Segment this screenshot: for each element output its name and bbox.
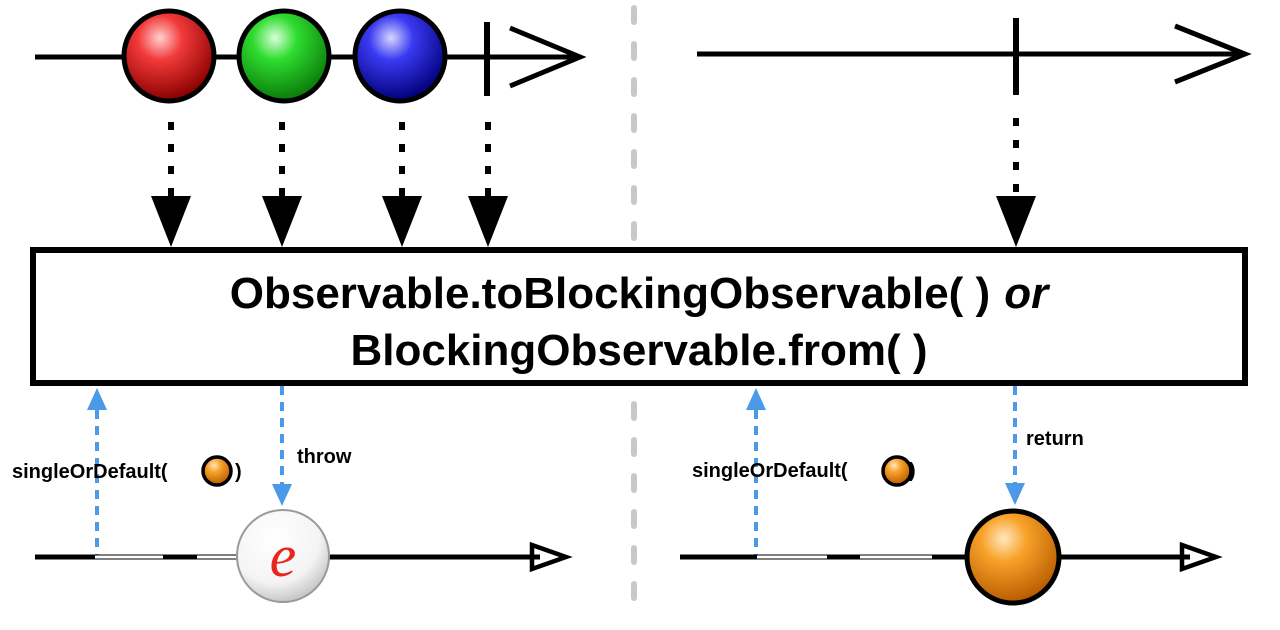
right-call-label: singleOrDefault(: [692, 460, 848, 482]
operator-line-1: Observable.toBlockingObservable( ) or: [230, 269, 1051, 318]
error-item: e: [236, 509, 330, 603]
returned-item: [964, 508, 1062, 606]
right-default-item: [881, 455, 913, 487]
operator-box: Observable.toBlockingObservable( ) or Blo…: [30, 247, 1248, 386]
throw-label: throw: [297, 446, 352, 468]
left-call-label-close: ): [235, 461, 242, 483]
left-call-label: singleOrDefault(: [12, 461, 168, 483]
right-result-timeline: [680, 541, 1223, 573]
error-symbol: e: [270, 523, 297, 589]
return-label: return: [1026, 428, 1084, 450]
item-blue: [352, 8, 448, 104]
left-arrowheads: [151, 196, 508, 247]
operator-line-2: BlockingObservable.from( ): [350, 326, 927, 375]
left-default-item: [201, 455, 233, 487]
left-source-timeline: [35, 8, 587, 104]
left-emission-arrows: [168, 122, 491, 205]
item-red: [121, 8, 217, 104]
right-return-arrow: [1005, 386, 1025, 505]
left-call-arrow: [87, 388, 107, 558]
operator-name-1: Observable.toBlockingObservable( ): [230, 269, 990, 318]
left-throw-arrow: [272, 386, 292, 506]
operator-or: or: [1004, 269, 1051, 318]
item-green: [236, 8, 332, 104]
right-source-timeline: [697, 18, 1252, 95]
right-call-arrow: [746, 388, 766, 558]
right-call-label-close: ): [909, 460, 916, 482]
right-emission-arrow: [996, 118, 1036, 247]
